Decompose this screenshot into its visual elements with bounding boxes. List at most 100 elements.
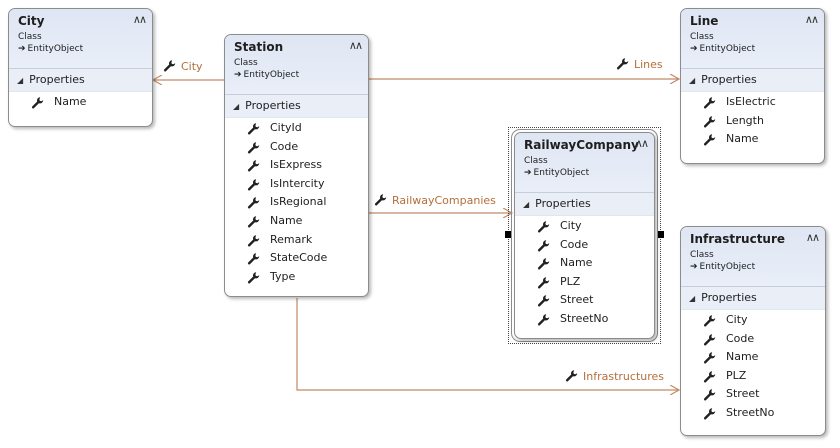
entity-title: City: [18, 14, 45, 28]
properties-section-header[interactable]: ◢ Properties: [225, 95, 368, 118]
property-row[interactable]: StreetNo: [681, 404, 825, 423]
property-name: Street: [726, 387, 760, 401]
properties-section-header[interactable]: ◢ Properties: [9, 69, 152, 92]
property-row[interactable]: Type: [225, 268, 368, 287]
double-chevron-up-icon[interactable]: ∧∧: [634, 137, 649, 150]
property-row[interactable]: City: [681, 311, 825, 330]
entity-base: ➔EntityObject: [234, 69, 359, 82]
section-label: Properties: [535, 197, 591, 210]
arrow-right-icon: ➔: [234, 70, 242, 80]
wrench-icon: [247, 123, 260, 135]
property-row[interactable]: PLZ: [681, 367, 825, 386]
wrench-icon: [703, 408, 716, 420]
entity-kind: Class: [690, 32, 714, 42]
double-chevron-up-icon[interactable]: ∧∧: [805, 231, 820, 244]
wrench-icon: [537, 314, 550, 326]
wrench-icon: [616, 58, 629, 70]
wrench-icon: [247, 234, 260, 247]
property-row[interactable]: IsIntercity: [225, 175, 368, 194]
wrench-icon: [247, 216, 260, 228]
property-row[interactable]: IsRegional: [225, 193, 368, 212]
wrench-icon: [565, 370, 578, 382]
resize-handle-left[interactable]: [505, 231, 512, 238]
double-chevron-up-icon[interactable]: ∧∧: [804, 13, 819, 26]
property-row[interactable]: CityId: [225, 119, 368, 138]
property-name: Length: [726, 113, 764, 127]
entity-base: ➔EntityObject: [524, 167, 645, 180]
entity-kind: Class: [524, 156, 548, 166]
assoc-railway-text: RailwayCompanies: [392, 194, 496, 207]
wrench-icon: [537, 258, 550, 270]
wrench-icon: [163, 60, 176, 72]
entity-kind: Class: [690, 250, 714, 260]
wrench-icon: [247, 271, 260, 284]
property-row[interactable]: Code: [681, 330, 825, 349]
property-name: Code: [270, 139, 299, 153]
section-label: Properties: [245, 99, 301, 112]
arrow-right-icon: ➔: [18, 44, 26, 54]
collapse-triangle-icon[interactable]: ◢: [689, 294, 696, 303]
entity-title: Line: [690, 14, 719, 28]
property-row[interactable]: Length: [681, 112, 824, 131]
resize-handle-right[interactable]: [657, 231, 664, 238]
wrench-icon: [537, 239, 550, 252]
entity-base-name: EntityObject: [27, 44, 84, 54]
entity-kind: Class: [18, 32, 42, 42]
property-name: PLZ: [726, 368, 747, 382]
properties-section-header[interactable]: ◢Properties: [681, 69, 824, 92]
property-name: IsRegional: [270, 195, 327, 209]
wrench-icon: [703, 333, 716, 346]
property-row[interactable]: City: [515, 217, 654, 236]
property-name: IsIntercity: [270, 176, 325, 190]
property-row[interactable]: Name: [515, 254, 654, 273]
section-label: Properties: [29, 73, 85, 86]
property-row[interactable]: Code: [225, 138, 368, 157]
property-row[interactable]: Name: [9, 93, 152, 112]
property-row[interactable]: Street: [515, 291, 654, 310]
collapse-triangle-icon[interactable]: ◢: [233, 102, 240, 111]
properties-section-header[interactable]: ◢ Properties: [515, 193, 654, 216]
collapse-triangle-icon[interactable]: ◢: [689, 76, 696, 85]
wrench-icon: [703, 134, 716, 146]
property-name: StreetNo: [560, 311, 609, 325]
wrench-icon: [247, 178, 260, 191]
property-row[interactable]: Name: [681, 130, 824, 149]
property-row[interactable]: StateCode: [225, 249, 368, 268]
collapse-triangle-icon[interactable]: ◢: [17, 76, 24, 85]
property-row[interactable]: IsExpress: [225, 156, 368, 175]
wrench-icon: [703, 115, 716, 128]
property-row[interactable]: Remark: [225, 231, 368, 250]
wrench-icon: [537, 221, 550, 233]
arrow-right-icon: ➔: [524, 168, 532, 178]
wrench-icon: [247, 141, 260, 154]
property-row[interactable]: Street: [681, 385, 825, 404]
property-name: Code: [560, 237, 589, 251]
wrench-icon: [31, 97, 44, 109]
collapse-triangle-icon[interactable]: ◢: [523, 200, 530, 209]
connector-infra[interactable]: [296, 298, 679, 390]
double-chevron-up-icon[interactable]: ∧∧: [132, 13, 147, 26]
properties-section-header[interactable]: ◢Properties: [681, 287, 825, 310]
property-row[interactable]: Name: [225, 212, 368, 231]
wrench-icon: [374, 194, 387, 206]
wrench-icon: [703, 97, 716, 109]
double-chevron-up-icon[interactable]: ∧∧: [348, 39, 363, 52]
property-row[interactable]: StreetNo: [515, 310, 654, 329]
property-row[interactable]: Name: [681, 348, 825, 367]
property-row[interactable]: PLZ: [515, 273, 654, 292]
property-row[interactable]: IsElectric: [681, 93, 824, 112]
property-row[interactable]: Code: [515, 236, 654, 255]
